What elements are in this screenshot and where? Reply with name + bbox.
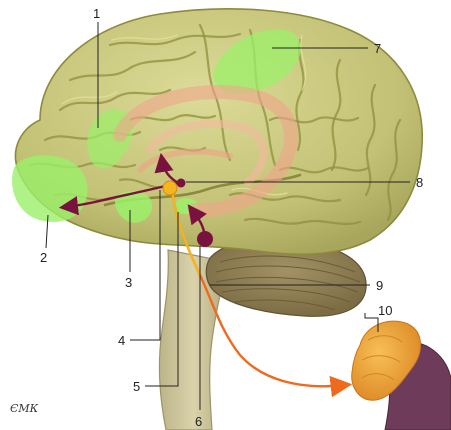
artist-signature: ЄМК — [10, 402, 39, 415]
label-8: 8 — [416, 175, 423, 190]
label-3: 3 — [125, 275, 132, 290]
kidney-adrenal — [352, 321, 451, 430]
label-4: 4 — [118, 333, 125, 348]
label-1: 1 — [93, 6, 100, 21]
label-5: 5 — [133, 379, 140, 394]
region-2 — [12, 155, 87, 222]
label-7: 7 — [374, 41, 381, 56]
label-6: 6 — [195, 414, 202, 429]
node-hypothalamus — [163, 181, 177, 195]
label-9: 9 — [376, 278, 383, 293]
cerebrum — [15, 9, 422, 254]
node-6 — [197, 231, 213, 247]
label-2: 2 — [40, 250, 47, 265]
label-10: 10 — [378, 303, 392, 318]
node-8 — [177, 179, 186, 188]
